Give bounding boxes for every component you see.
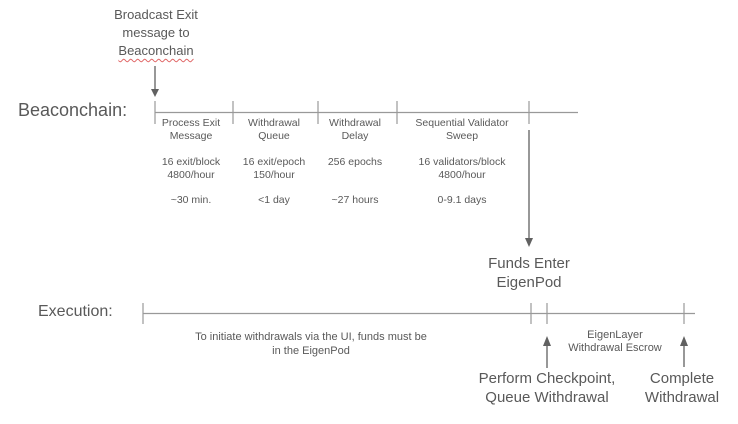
- funds-enter-arrow-icon: [525, 130, 533, 247]
- eigenlayer-withdrawal-escrow-label: EigenLayer Withdrawal Escrow: [555, 329, 675, 355]
- segment-stat-line2: 4800/hour: [438, 169, 486, 181]
- complete-withdrawal-line1: Complete: [649, 370, 715, 387]
- segment-stat-line2: 150/hour: [253, 169, 295, 181]
- segment-title-line1: Withdrawal: [329, 117, 381, 129]
- segment-title-line1: Sequential Validator: [415, 117, 509, 129]
- broadcast-exit-note: Broadcast Exit message to Beaconchain: [76, 6, 236, 60]
- segment-title-line1: Process Exit: [161, 117, 221, 129]
- complete-withdrawal-line2: Withdrawal: [644, 389, 720, 406]
- escrow-label-line2: Withdrawal Escrow: [568, 342, 662, 354]
- broadcast-exit-note-line1: Broadcast Exit: [114, 7, 198, 22]
- segment-duration: ~30 min.: [170, 194, 212, 206]
- segment-withdrawal-delay: Withdrawal Delay 256 epochs ~27 hours: [300, 117, 410, 207]
- broadcast-exit-note-line3: Beaconchain: [76, 42, 236, 60]
- execution-row-label: Execution:: [38, 303, 113, 320]
- eigenpod-requirement-note: To initiate withdrawals via the UI, fund…: [160, 330, 462, 358]
- segment-stat-line1: 16 validators/block: [418, 156, 506, 168]
- segment-title-line1: Withdrawal: [248, 117, 300, 129]
- perform-checkpoint-line1: Perform Checkpoint,: [478, 370, 616, 387]
- escrow-label-line1: EigenLayer: [587, 329, 643, 341]
- perform-checkpoint-label: Perform Checkpoint, Queue Withdrawal: [452, 369, 642, 407]
- segment-title-line2: Sweep: [445, 130, 479, 142]
- beaconchain-misspelled-word: Beaconchain: [118, 43, 194, 58]
- funds-enter-eigenpod-label: Funds Enter EigenPod: [459, 254, 599, 292]
- segment-stat-line1: 16 exit/block: [161, 156, 221, 168]
- broadcast-arrow-icon: [151, 66, 159, 97]
- beaconchain-timeline: [154, 101, 578, 124]
- segment-duration: ~27 hours: [331, 194, 379, 206]
- complete-withdrawal-arrow-icon: [680, 336, 688, 367]
- segment-withdrawal-queue: Withdrawal Queue 16 exit/epoch 150/hour …: [219, 117, 329, 207]
- segment-process-exit-message: Process Exit Message 16 exit/block 4800/…: [136, 117, 246, 207]
- segment-duration: 0-9.1 days: [437, 194, 487, 206]
- funds-enter-line1: Funds Enter: [488, 255, 570, 272]
- beaconchain-row-label: Beaconchain:: [18, 100, 128, 120]
- segment-stat-line1: 16 exit/epoch: [242, 156, 306, 168]
- execution-timeline: [142, 303, 695, 324]
- perform-checkpoint-line2: Queue Withdrawal: [485, 389, 609, 406]
- segment-stat-line2: 4800/hour: [167, 169, 215, 181]
- perform-checkpoint-arrow-icon: [543, 336, 551, 368]
- segment-title-line2: Queue: [258, 130, 290, 142]
- segment-title-line2: Message: [169, 130, 213, 142]
- segment-stat-line1: 256 epochs: [327, 156, 383, 168]
- eigenpod-requirement-note-line1: To initiate withdrawals via the UI, fund…: [195, 331, 427, 343]
- eigenpod-requirement-note-line2: in the EigenPod: [272, 345, 350, 357]
- broadcast-exit-note-line2: message to: [122, 25, 190, 40]
- segment-title-line2: Delay: [341, 130, 369, 142]
- complete-withdrawal-label: Complete Withdrawal: [626, 369, 738, 407]
- funds-enter-line2: EigenPod: [496, 274, 562, 291]
- segment-duration: <1 day: [258, 194, 290, 206]
- segment-sequential-validator-sweep: Sequential Validator Sweep 16 validators…: [392, 117, 532, 207]
